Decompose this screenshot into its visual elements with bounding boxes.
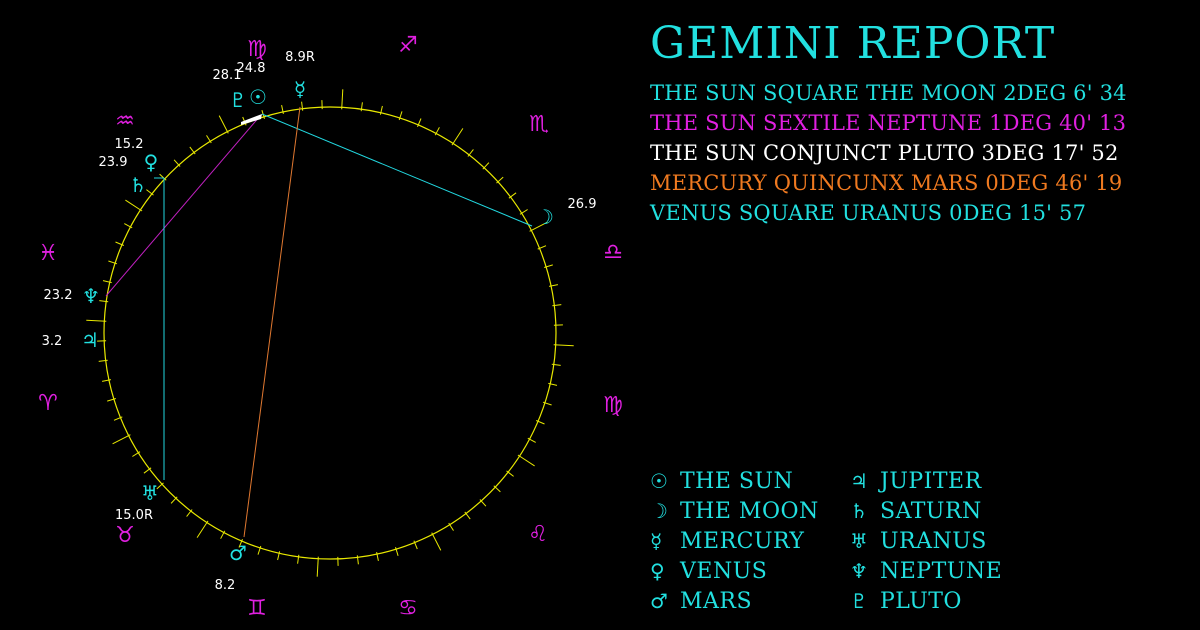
mars-icon: ♂	[650, 589, 668, 613]
mars-icon: ♂	[229, 541, 247, 565]
major-tick	[451, 128, 464, 146]
aspect-line-sun-neptune	[105, 115, 261, 297]
aspect-item: THE SUN SQUARE THE MOON 2DEG 6' 34	[650, 81, 1127, 105]
minor-tick	[479, 499, 487, 507]
aspect-item: THE SUN SEXTILE NEPTUNE 1DEG 40' 13	[650, 111, 1127, 135]
legend-label: MARS	[680, 589, 753, 614]
legend-label: THE SUN	[680, 469, 794, 494]
planet-legend: ☉ THE SUN ☽ THE MOON ☿ MERCURY ♀ VENUS ♂ MARS…	[650, 466, 1170, 616]
aspect-item: THE SUN CONJUNCT PLUTO 3DEG 17' 52	[650, 141, 1119, 165]
minor-tick	[173, 159, 181, 167]
legend-label: THE MOON	[680, 499, 819, 524]
virgo-sign-icon: ♍	[603, 393, 623, 418]
libra-sign-icon: ♎	[603, 240, 623, 265]
wheel-ticks	[86, 89, 574, 577]
major-tick	[517, 454, 535, 467]
legend-label: MERCURY	[680, 529, 805, 554]
venus-icon: ♀	[650, 559, 665, 583]
aries-sign-icon: ♈	[38, 391, 58, 416]
report-title: GEMINI REPORT	[650, 18, 1056, 69]
chart-wheel: ♍ ♐ ♏ ♎ ♍ ♌ ♋ ♊ ♉ ♈ ♓ ♒ ☉ ♇ ☿ ☽ ♀ ♄ ♆ ♃ …	[38, 33, 623, 621]
legend-item-mars: ♂ MARS	[650, 586, 752, 616]
major-tick	[341, 89, 344, 110]
major-tick	[431, 532, 442, 551]
legend-item-moon: ☽ THE MOON	[650, 496, 819, 526]
venus-icon: ♀	[144, 150, 159, 174]
jupiter-icon: ♃	[81, 328, 99, 352]
neptune-degree-label: 23.2	[44, 288, 73, 303]
aspect-list: THE SUN SQUARE THE MOON 2DEG 6' 34 THE S…	[650, 78, 1127, 228]
legend-item-mercury: ☿ MERCURY	[650, 526, 804, 556]
legend-label: PLUTO	[880, 589, 962, 614]
virgo-sign-icon: ♍	[247, 37, 267, 62]
venus-degree-label: 23.9	[99, 155, 128, 170]
major-tick	[196, 520, 209, 538]
moon-icon: ☽	[536, 205, 554, 229]
aspect-line-mercury-mars	[243, 106, 301, 538]
taurus-sign-icon: ♉	[115, 523, 135, 548]
aspect-line-sun-moon	[261, 113, 533, 227]
major-tick	[112, 434, 131, 445]
minor-tick	[159, 173, 167, 181]
leo-sign-icon: ♌	[528, 522, 548, 547]
cancer-sign-icon: ♋	[398, 596, 418, 621]
moon-degree-label: 26.9	[568, 197, 597, 212]
legend-label: NEPTUNE	[880, 559, 1003, 584]
pluto-icon: ♇	[850, 589, 868, 613]
legend-item-neptune: ♆ NEPTUNE	[850, 556, 1002, 586]
legend-item-jupiter: ♃ JUPITER	[850, 466, 982, 496]
saturn-degree-label: 15.2	[115, 137, 144, 152]
gemini-sign-icon: ♊	[247, 596, 267, 621]
sagittarius-sign-icon: ♐	[398, 33, 418, 58]
legend-label: URANUS	[880, 529, 987, 554]
legend-item-uranus: ♅ URANUS	[850, 526, 987, 556]
sun-pluto-conjunction-mark	[241, 114, 262, 125]
sun-icon: ☉	[249, 85, 267, 109]
jupiter-icon: ♃	[850, 469, 868, 493]
scorpio-sign-icon: ♏	[529, 112, 549, 137]
minor-tick	[482, 162, 490, 170]
minor-tick	[496, 176, 504, 184]
aspect-item: MERCURY QUINCUNX MARS 0DEG 46' 19	[650, 171, 1123, 195]
saturn-icon: ♄	[129, 173, 147, 197]
legend-label: SATURN	[880, 499, 982, 524]
major-tick	[529, 221, 548, 232]
legend-item-saturn: ♄ SATURN	[850, 496, 982, 526]
neptune-icon: ♆	[850, 559, 868, 583]
pluto-icon: ♇	[229, 88, 247, 112]
minor-tick	[170, 496, 178, 504]
pluto-degree-label: 28.1	[213, 68, 242, 83]
major-tick	[553, 344, 574, 347]
moon-icon: ☽	[650, 499, 668, 523]
uranus-degree-label: 15.0R	[115, 508, 153, 523]
major-tick	[316, 556, 319, 577]
legend-item-venus: ♀ VENUS	[650, 556, 767, 586]
legend-label: VENUS	[680, 559, 768, 584]
major-tick	[218, 115, 229, 134]
aspect-item: VENUS SQUARE URANUS 0DEG 15' 57	[650, 201, 1087, 225]
legend-item-pluto: ♇ PLUTO	[850, 586, 962, 616]
major-tick	[86, 319, 107, 322]
saturn-icon: ♄	[850, 499, 868, 523]
pisces-sign-icon: ♓	[38, 241, 58, 266]
neptune-icon: ♆	[82, 284, 100, 308]
jupiter-degree-label: 3.2	[42, 334, 63, 349]
uranus-icon: ♅	[850, 529, 868, 553]
sun-icon: ☉	[650, 469, 668, 493]
mars-degree-label: 8.2	[215, 578, 236, 593]
mercury-icon: ☿	[294, 77, 306, 101]
aquarius-sign-icon: ♒	[115, 109, 135, 134]
mercury-icon: ☿	[650, 529, 663, 553]
sun-degree-label: 24.8	[237, 61, 266, 76]
legend-item-sun: ☉ THE SUN	[650, 466, 793, 496]
uranus-icon: ♅	[141, 481, 159, 505]
mercury-degree-label: 8.9R	[285, 50, 315, 65]
minor-tick	[493, 485, 501, 493]
wheel-ring	[103, 106, 557, 560]
legend-label: JUPITER	[880, 469, 982, 494]
major-tick	[125, 199, 143, 212]
